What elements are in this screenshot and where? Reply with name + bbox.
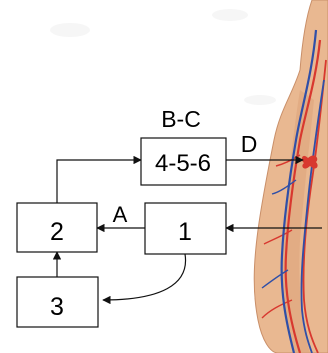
box-3: 3 [17, 277, 98, 327]
label-bc: B-C [161, 106, 201, 132]
box-456: 4-5-6 [141, 138, 226, 185]
box-2-label: 2 [50, 218, 64, 246]
arrow-2-to-456 [57, 160, 141, 203]
human-circulatory-illustration [254, 0, 328, 353]
arrow-1-to-3 [103, 254, 186, 300]
box-1-label: 1 [178, 218, 192, 246]
box-1: 1 [145, 203, 226, 254]
watermark [50, 9, 276, 105]
box-456-label: 4-5-6 [155, 150, 211, 177]
label-d: D [241, 131, 258, 157]
box-2: 2 [17, 203, 97, 252]
box-3-label: 3 [50, 293, 64, 321]
label-a: A [113, 202, 128, 227]
